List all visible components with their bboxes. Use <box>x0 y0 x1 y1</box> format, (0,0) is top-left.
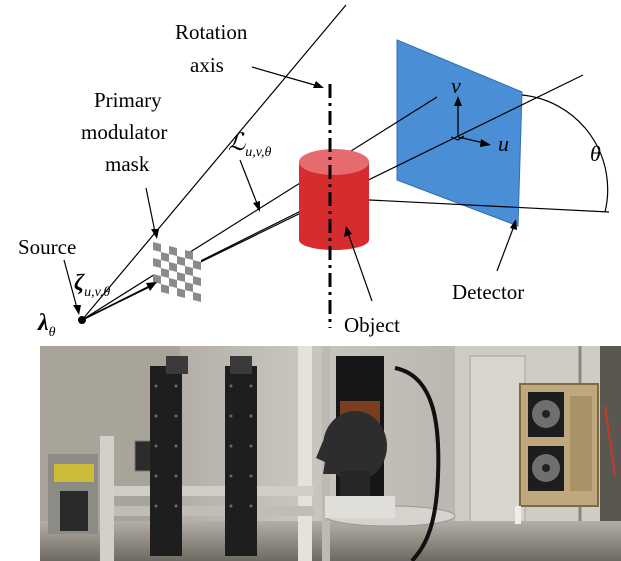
source-point <box>78 316 86 324</box>
u-axis <box>457 136 485 144</box>
reference-line <box>329 197 610 213</box>
detector-panel-icon <box>519 383 599 507</box>
rotation-axis-label-line1: Rotation <box>175 20 248 44</box>
u-axis-label: u <box>498 131 509 156</box>
v-axis-label: v <box>451 73 461 98</box>
experimental-setup-photo <box>40 346 621 561</box>
object-label: Object <box>344 313 400 337</box>
translation-stage-icon <box>48 356 314 556</box>
mask-label-line3: mask <box>105 152 150 176</box>
angle-label: θ <box>590 141 601 166</box>
detector-label: Detector <box>452 280 524 304</box>
detector-plane <box>396 39 523 227</box>
mask-label-line1: Primary <box>94 88 162 112</box>
angle-arc <box>521 94 609 213</box>
schematic-diagram: Rotation axis Primary modulator mask Sou… <box>18 4 610 340</box>
modulator-mask <box>153 242 201 302</box>
source-label: Source <box>18 235 76 259</box>
ray-label: ℒu,v,θ <box>228 130 271 160</box>
ray-top <box>81 4 347 321</box>
rotation-axis-label-line2: axis <box>190 53 224 77</box>
lambda-label: λθ <box>37 310 56 340</box>
zeta-label: ζu,v,θ <box>74 270 110 300</box>
mask-label-line2: modulator <box>81 120 167 144</box>
object-cylinder <box>299 149 369 250</box>
